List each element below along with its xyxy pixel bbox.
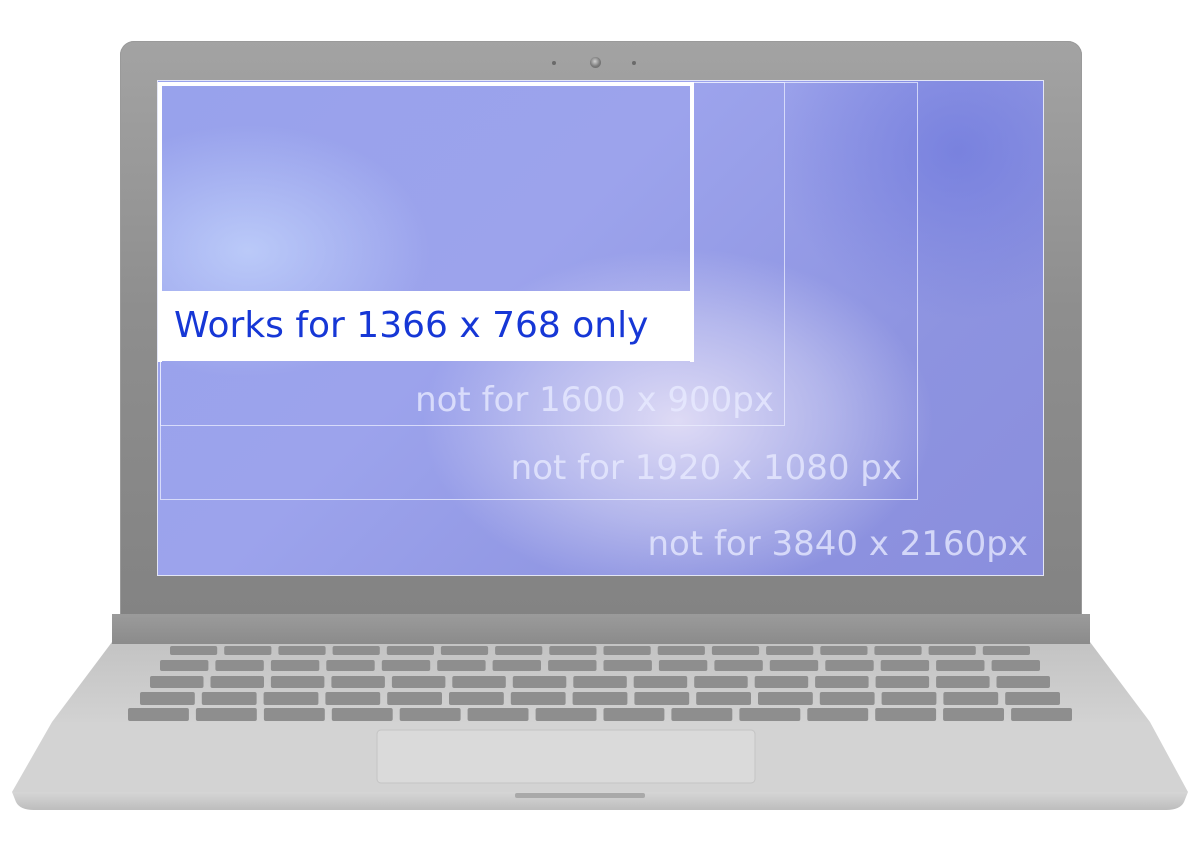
sensor-dot bbox=[552, 61, 556, 65]
keyboard-key bbox=[820, 646, 868, 655]
keyboard-key bbox=[437, 660, 486, 671]
keyboard-key bbox=[326, 660, 375, 671]
keyboard-key bbox=[195, 708, 257, 721]
keyboard-key bbox=[449, 692, 504, 705]
keyboard-key bbox=[331, 708, 393, 721]
keyboard-key bbox=[140, 692, 195, 705]
keyboard-key bbox=[815, 676, 869, 688]
keyboard-key bbox=[331, 676, 385, 688]
keyboard-key bbox=[263, 692, 319, 705]
keyboard-key bbox=[495, 646, 543, 655]
keyboard-key bbox=[270, 660, 320, 671]
keyboard-key bbox=[510, 692, 566, 705]
keyboard-key bbox=[694, 676, 748, 688]
keyboard-key bbox=[512, 676, 567, 688]
keyboard-key bbox=[714, 660, 763, 671]
webcam-icon bbox=[590, 57, 601, 68]
keyboard-key bbox=[696, 692, 751, 705]
keyboard-key bbox=[766, 646, 814, 655]
keyboard-key bbox=[819, 692, 875, 705]
keyboard-key bbox=[754, 676, 809, 688]
keyboard-key bbox=[201, 692, 257, 705]
keyboard-key bbox=[535, 708, 597, 721]
keyboard-key bbox=[634, 692, 690, 705]
keyboard-key bbox=[881, 692, 937, 705]
trackpad bbox=[376, 729, 756, 784]
keyboard-key bbox=[982, 646, 1030, 655]
keyboard-key bbox=[658, 660, 708, 671]
keyboard-key bbox=[943, 692, 999, 705]
sensor-dot bbox=[632, 61, 636, 65]
keyboard-key bbox=[769, 660, 819, 671]
hinge bbox=[112, 614, 1090, 644]
keyboard-key bbox=[671, 708, 733, 721]
keyboard-key bbox=[160, 660, 209, 671]
keyboard-key bbox=[1011, 708, 1072, 721]
keyboard-key bbox=[325, 692, 381, 705]
not-for-1920-label: not for 1920 x 1080 px bbox=[510, 448, 902, 488]
not-for-1600-label: not for 1600 x 900px bbox=[415, 380, 774, 420]
keyboard-key bbox=[440, 646, 489, 655]
keyboard-key bbox=[391, 676, 446, 688]
keyboard-key bbox=[467, 708, 529, 721]
keyboard-key bbox=[573, 676, 627, 688]
keyboard-key bbox=[807, 708, 869, 721]
keyboard-key bbox=[996, 676, 1050, 688]
keyboard-key bbox=[875, 676, 930, 688]
keyboard-key bbox=[386, 646, 434, 655]
front-notch bbox=[515, 793, 645, 798]
keyboard-key bbox=[224, 646, 272, 655]
keyboard-key bbox=[633, 676, 688, 688]
keyboard-key bbox=[1005, 692, 1060, 705]
keyboard-key bbox=[991, 660, 1040, 671]
keyboard-key bbox=[387, 692, 442, 705]
front-edge bbox=[12, 792, 1188, 810]
keyboard-key bbox=[875, 708, 937, 721]
keyboard-key bbox=[150, 676, 204, 688]
keyboard-key bbox=[128, 708, 189, 721]
keyboard-key bbox=[399, 708, 461, 721]
keyboard-key bbox=[936, 660, 985, 671]
not-for-3840-label: not for 3840 x 2160px bbox=[647, 524, 1028, 564]
keyboard-key bbox=[928, 646, 976, 655]
keyboard-key bbox=[215, 660, 264, 671]
works-label: Works for 1366 x 768 only bbox=[174, 305, 649, 346]
keyboard-key bbox=[603, 646, 651, 655]
keyboard-key bbox=[492, 660, 541, 671]
keyboard-key bbox=[381, 660, 431, 671]
keyboard-key bbox=[874, 646, 922, 655]
keyboard-key bbox=[549, 646, 597, 655]
keyboard-keys bbox=[128, 646, 1072, 721]
keyboard-key bbox=[170, 646, 218, 655]
keyboard-key bbox=[739, 708, 801, 721]
keyboard-key bbox=[825, 660, 874, 671]
works-label-box bbox=[158, 291, 694, 361]
keyboard-key bbox=[332, 646, 380, 655]
keyboard-key bbox=[603, 660, 652, 671]
frame-1366x768 bbox=[158, 82, 694, 362]
keyboard-key bbox=[880, 660, 930, 671]
keyboard-key bbox=[936, 676, 990, 688]
keyboard-key bbox=[943, 708, 1004, 721]
keyboard-key bbox=[603, 708, 665, 721]
keyboard-key bbox=[657, 646, 705, 655]
keyboard-key bbox=[270, 676, 325, 688]
keyboard-key bbox=[758, 692, 813, 705]
keyboard-key bbox=[263, 708, 325, 721]
keyboard-key bbox=[278, 646, 326, 655]
keyboard-key bbox=[572, 692, 628, 705]
keyboard-key bbox=[210, 676, 264, 688]
keyboard-key bbox=[548, 660, 597, 671]
keyboard-key bbox=[452, 676, 506, 688]
keyboard-key bbox=[711, 646, 760, 655]
